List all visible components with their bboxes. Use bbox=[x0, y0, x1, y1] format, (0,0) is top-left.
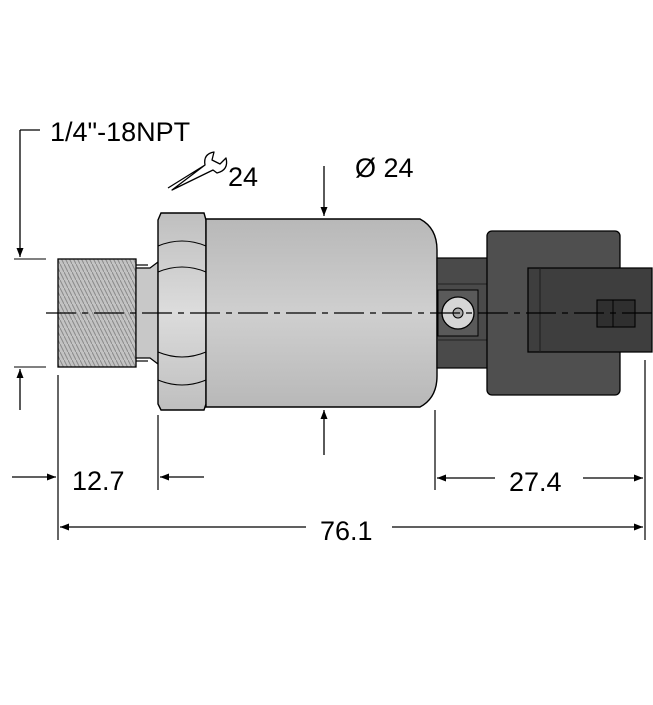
dim-connector-length-label: 27.4 bbox=[509, 467, 562, 497]
hex-nut bbox=[157, 212, 207, 411]
connector-plug bbox=[527, 267, 653, 353]
wrench-icon bbox=[167, 151, 228, 191]
thread-label: 1/4"-18NPT bbox=[50, 117, 190, 147]
extension-lines bbox=[57, 360, 646, 540]
diameter-label: Ø 24 bbox=[355, 153, 414, 183]
dim-thread-length-label: 12.7 bbox=[72, 466, 125, 496]
sensor-body bbox=[205, 218, 438, 408]
thread-callout bbox=[14, 129, 46, 410]
wrench-size-label: 24 bbox=[228, 162, 258, 192]
dim-total-length-label: 76.1 bbox=[320, 516, 373, 546]
